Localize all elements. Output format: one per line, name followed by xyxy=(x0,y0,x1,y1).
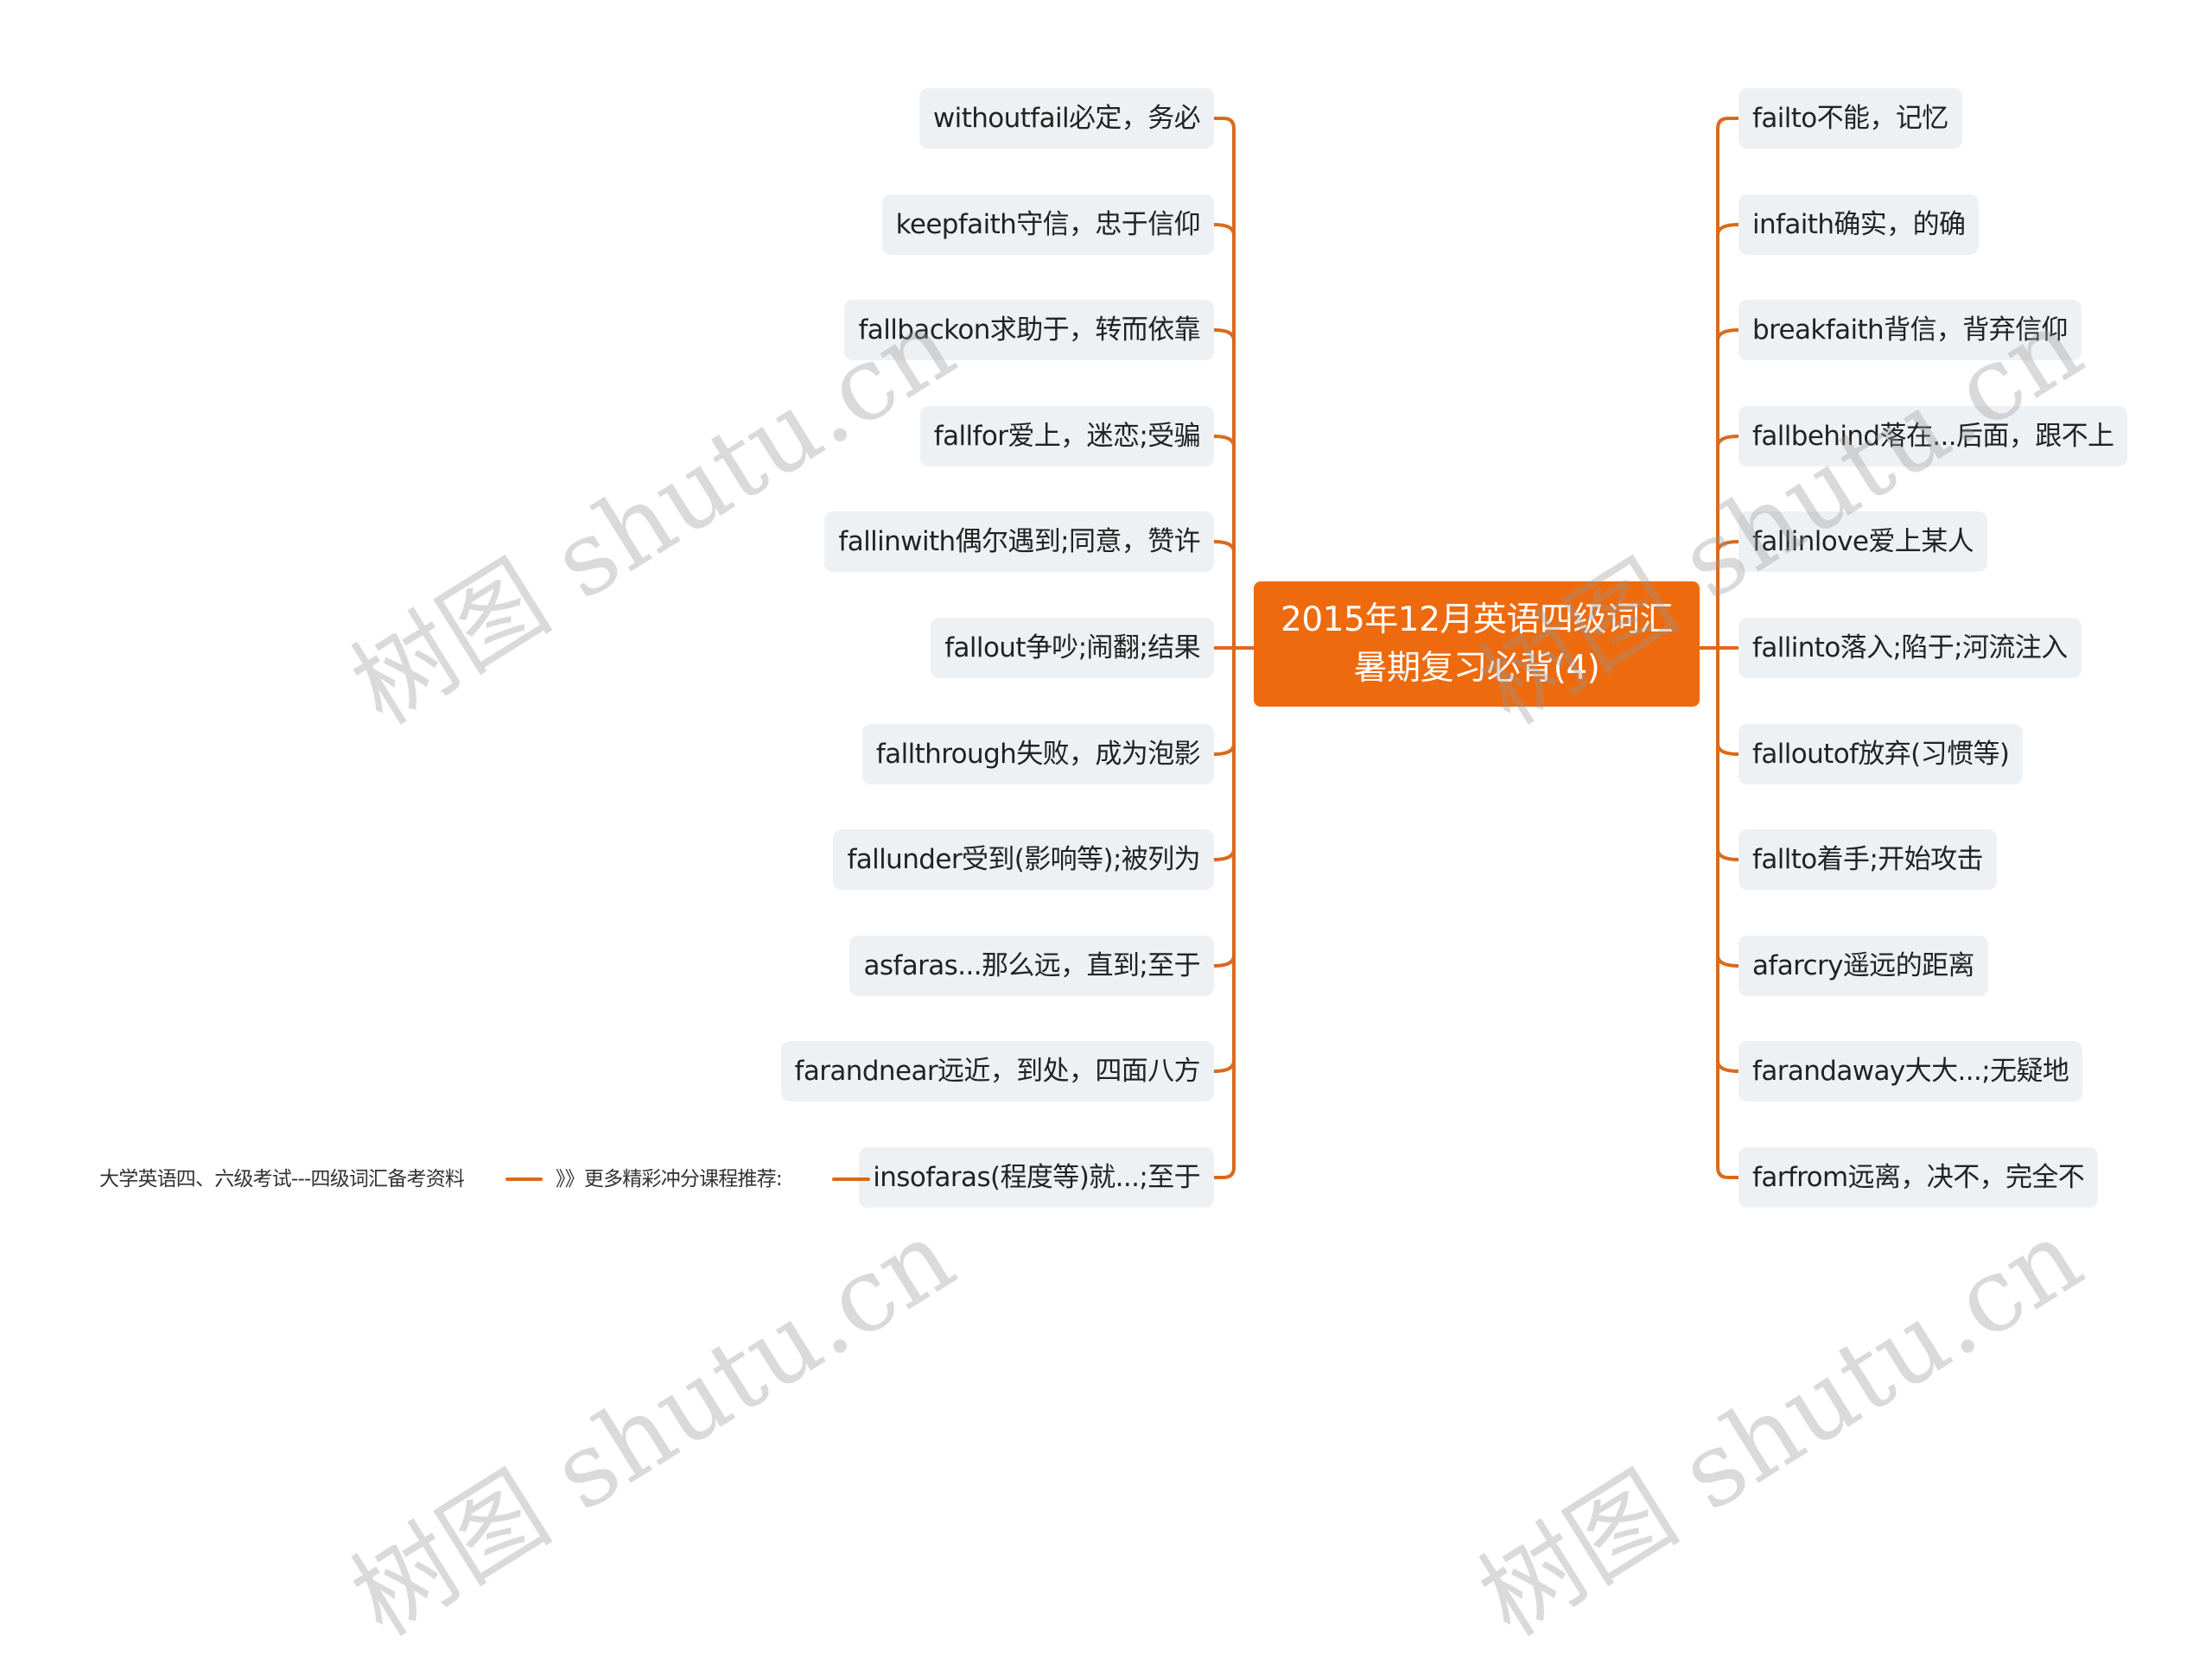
footnote-connector-1 xyxy=(505,1177,543,1181)
root-topic[interactable]: 2015年12月英语四级词汇 暑期复习必背(4) xyxy=(1254,581,1700,707)
root-title-line1: 2015年12月英语四级词汇 xyxy=(1281,600,1673,639)
recommend-label[interactable]: 》》更多精彩冲分课程推荐: xyxy=(556,1168,783,1190)
right-topic-3[interactable]: breakfaith背信，背弃信仰 xyxy=(1738,300,2082,360)
left-topic-3[interactable]: fallbackon求助于，转而依靠 xyxy=(844,300,1214,360)
left-topic-1[interactable]: withoutfail必定，务必 xyxy=(918,88,1214,149)
right-topic-8[interactable]: fallto着手;开始攻击 xyxy=(1738,829,1997,890)
right-topic-2[interactable]: infaith确实，的确 xyxy=(1738,194,1980,255)
left-topic-7[interactable]: fallthrough失败，成为泡影 xyxy=(861,724,1214,784)
root-title-line2: 暑期复习必背(4) xyxy=(1353,648,1600,688)
right-topic-7[interactable]: falloutof放弃(习惯等) xyxy=(1738,724,2024,784)
right-topic-5[interactable]: fallinlove爱上某人 xyxy=(1738,511,1987,572)
right-topic-9[interactable]: afarcry遥远的距离 xyxy=(1738,936,1988,996)
right-topic-11[interactable]: farfrom远离，决不，完全不 xyxy=(1738,1147,2099,1208)
left-topic-11[interactable]: insofaras(程度等)就...;至于 xyxy=(859,1147,1214,1208)
footnote-connector-2 xyxy=(832,1177,870,1181)
left-topic-2[interactable]: keepfaith守信，忠于信仰 xyxy=(881,194,1214,255)
mindmap-canvas: 2015年12月英语四级词汇 暑期复习必背(4) withoutfail必定，务… xyxy=(99,88,2128,1659)
branch-connectors xyxy=(1212,117,1740,1179)
left-topic-6[interactable]: fallout争吵;闹翻;结果 xyxy=(931,618,1214,678)
right-topic-6[interactable]: fallinto落入;陷于;河流注入 xyxy=(1738,618,2082,678)
right-topic-1[interactable]: failto不能，记忆 xyxy=(1738,88,1962,149)
source-label[interactable]: 大学英语四、六级考试---四级词汇备考资料 xyxy=(99,1168,465,1190)
left-topic-5[interactable]: fallinwith偶尔遇到;同意，赞许 xyxy=(824,511,1214,572)
left-topic-8[interactable]: fallunder受到(影响等);被列为 xyxy=(833,829,1214,890)
right-topic-4[interactable]: fallbehind落在...后面，跟不上 xyxy=(1738,406,2128,467)
left-topic-10[interactable]: farandnear远近，到处，四面八方 xyxy=(780,1041,1214,1101)
left-topic-4[interactable]: fallfor爱上，迷恋;受骗 xyxy=(919,406,1214,467)
left-topic-9[interactable]: asfaras...那么远，直到;至于 xyxy=(849,936,1214,996)
right-topic-10[interactable]: farandaway大大...;无疑地 xyxy=(1738,1041,2083,1101)
